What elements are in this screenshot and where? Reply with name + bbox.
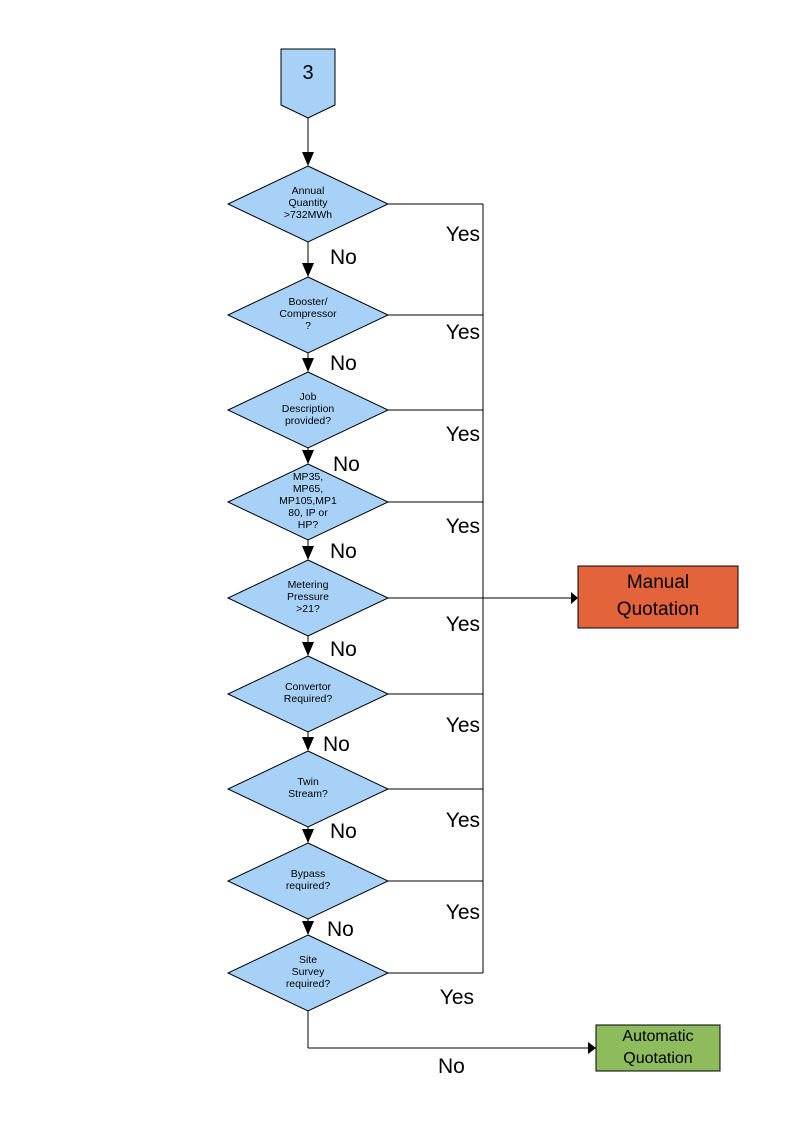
automatic-quotation-box [595,1024,721,1072]
arrowhead-down-icon [302,450,314,464]
no-label-annual-quantity: No [330,246,357,270]
decision-annual-quantity-shape [226,165,390,243]
decision-site-survey-label: Site Survey required? [285,954,331,990]
no-label-twin-stream: No [330,820,357,844]
arrowhead-right-icon [571,592,578,604]
decision-site-survey-shape [226,934,390,1012]
no-label-bypass: No [327,918,354,942]
no-label-site-survey: No [438,1055,465,1079]
decision-booster-compressor-shape [226,276,390,354]
decision-metering-pressure-label: Metering Pressure >21? [286,579,329,615]
arrowhead-down-icon [302,921,314,935]
decision-booster-compressor-label: Booster/ Compressor ? [279,296,337,332]
arrowhead-down-icon [302,263,314,277]
decision-job-description-label: Job Description provided? [281,391,335,427]
decision-bypass-label: Bypass required? [285,868,331,892]
decision-twin-stream-shape [226,750,390,828]
arrowhead-right-icon [588,1042,596,1054]
decision-annual-quantity-label: Annual Quantity >732MWh [283,185,333,221]
decision-meter-type-label: MP35, MP65, MP105,MP1 80, IP or HP? [279,471,337,531]
no-label-meter-type: No [330,540,357,564]
yes-label-twin-stream: Yes [445,809,480,833]
no-label-booster-compressor: No [330,352,357,376]
off-page-connector-label: 3 [302,61,314,84]
yes-label-meter-type: Yes [445,515,480,539]
yes-label-metering-pressure: Yes [445,613,480,637]
manual-quotation-label: Manual Quotation [616,572,700,620]
off-page-connector-shape [280,48,336,119]
manual-quotation-box [577,565,739,629]
arrowhead-down-icon [302,642,314,656]
decision-convertor-label: Convertor Required? [283,681,333,705]
no-label-metering-pressure: No [330,638,357,662]
arrowhead-down-icon [302,152,314,166]
yes-label-convertor: Yes [445,714,480,738]
yes-label-bypass: Yes [445,901,480,925]
decision-job-description-shape [226,371,390,449]
decision-bypass-shape [226,842,390,920]
arrowhead-down-icon [302,358,314,372]
arrowhead-down-icon [302,737,314,751]
yes-label-booster-compressor: Yes [445,321,480,345]
arrowhead-down-icon [302,546,314,560]
yes-label-annual-quantity: Yes [445,223,480,247]
decision-twin-stream-label: Twin Stream? [288,776,328,800]
automatic-quotation-label: Automatic Quotation [622,1028,694,1067]
yes-label-site-survey: Yes [439,986,474,1010]
yes-label-job-description: Yes [445,423,480,447]
no-label-job-description: No [333,453,360,477]
no-label-convertor: No [323,733,350,757]
decision-convertor-shape [226,655,390,733]
decision-meter-type-shape [226,463,390,541]
arrowhead-down-icon [302,829,314,843]
decision-metering-pressure-shape [226,559,390,637]
